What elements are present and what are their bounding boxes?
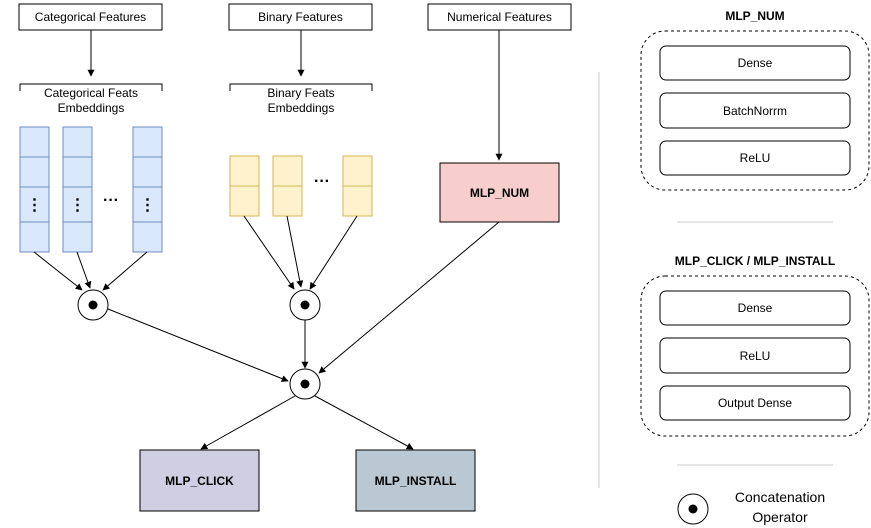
edge-cat-col3-to-concat <box>102 251 148 291</box>
categorical-embeddings-label-1: Categorical Feats <box>44 86 138 100</box>
legend-mlp-num-layer-3: ReLU <box>659 140 851 176</box>
edge-mlp-num-to-final <box>318 221 500 374</box>
binary-embeddings-label-1: Binary Feats <box>267 86 334 100</box>
legend-mlp-num-layer-1: Dense <box>659 45 851 81</box>
edge-cat-col1-to-concat <box>33 251 83 291</box>
edge-cat-col2-to-concat <box>76 251 92 289</box>
layer-label: BatchNorrm <box>723 104 787 118</box>
legend-concat-operator-icon <box>677 493 709 525</box>
binary-embedding-column-1 <box>229 155 260 217</box>
edge-bin-col1-to-concat <box>243 215 295 290</box>
edge-final-to-mlp-click <box>200 395 296 450</box>
edge-bin-col2-to-concat <box>286 215 304 288</box>
layer-label: Output Dense <box>718 396 792 410</box>
final-concat-operator <box>289 368 321 400</box>
categorical-features-label: Categorical Features <box>35 10 146 24</box>
legend-mlp-heads-container <box>640 275 870 437</box>
binary-embedding-column-3 <box>342 155 373 217</box>
legend-mlp-heads-title: MLP_CLICK / MLP_INSTALL <box>675 254 835 268</box>
legend-mlp-num-layer-2: BatchNorrm <box>659 92 851 129</box>
categorical-embedding-column-1: ⋮ <box>19 126 50 253</box>
binary-features-node: Binary Features <box>228 3 373 31</box>
layer-label: ReLU <box>740 349 771 363</box>
legend-mlp-num-container <box>640 30 870 191</box>
binary-features-label: Binary Features <box>258 10 343 24</box>
vertical-ellipsis: ⋮ <box>27 197 43 214</box>
edge-bin-col3-to-concat <box>309 215 358 290</box>
categorical-embedding-column-3: ⋮ <box>132 126 163 253</box>
categorical-embeddings-label-2: Embeddings <box>58 101 125 115</box>
categorical-brace <box>19 83 163 91</box>
legend-operator-label-2: Operator <box>752 509 808 525</box>
legend-operator-label-1: Concatenation <box>735 489 825 505</box>
binary-concat-operator <box>289 289 321 321</box>
legend-mlp-heads-layer-3: Output Dense <box>659 385 851 421</box>
mlp-install-node: MLP_INSTALL <box>355 449 476 512</box>
legend-mlp-heads-layer-2: ReLU <box>659 337 851 374</box>
categorical-embedding-column-2: ⋮ <box>62 126 93 253</box>
categorical-features-node: Categorical Features <box>18 3 163 31</box>
mlp-install-label: MLP_INSTALL <box>375 474 457 488</box>
layer-label: Dense <box>738 301 773 315</box>
legend-mlp-num-title: MLP_NUM <box>725 9 784 23</box>
mlp-click-label: MLP_CLICK <box>165 474 234 488</box>
mlp-num-label: MLP_NUM <box>470 186 529 200</box>
vertical-ellipsis: ⋮ <box>140 197 156 214</box>
numerical-features-label: Numerical Features <box>447 10 552 24</box>
layer-label: ReLU <box>740 151 771 165</box>
binary-embedding-column-2 <box>272 155 303 217</box>
binary-brace <box>229 83 373 91</box>
edge-final-to-mlp-install <box>314 395 414 450</box>
layer-label: Dense <box>738 56 773 70</box>
edge-cat-concat-to-final <box>107 308 289 382</box>
numerical-features-node: Numerical Features <box>427 3 572 31</box>
legend-mlp-heads-layer-1: Dense <box>659 290 851 326</box>
binary-horizontal-ellipsis: ··· <box>314 173 330 190</box>
binary-embeddings-label-2: Embeddings <box>268 101 335 115</box>
mlp-click-node: MLP_CLICK <box>139 449 260 512</box>
vertical-ellipsis: ⋮ <box>70 197 86 214</box>
categorical-horizontal-ellipsis: ··· <box>103 192 119 209</box>
mlp-num-node: MLP_NUM <box>439 162 560 223</box>
categorical-concat-operator <box>77 289 109 321</box>
